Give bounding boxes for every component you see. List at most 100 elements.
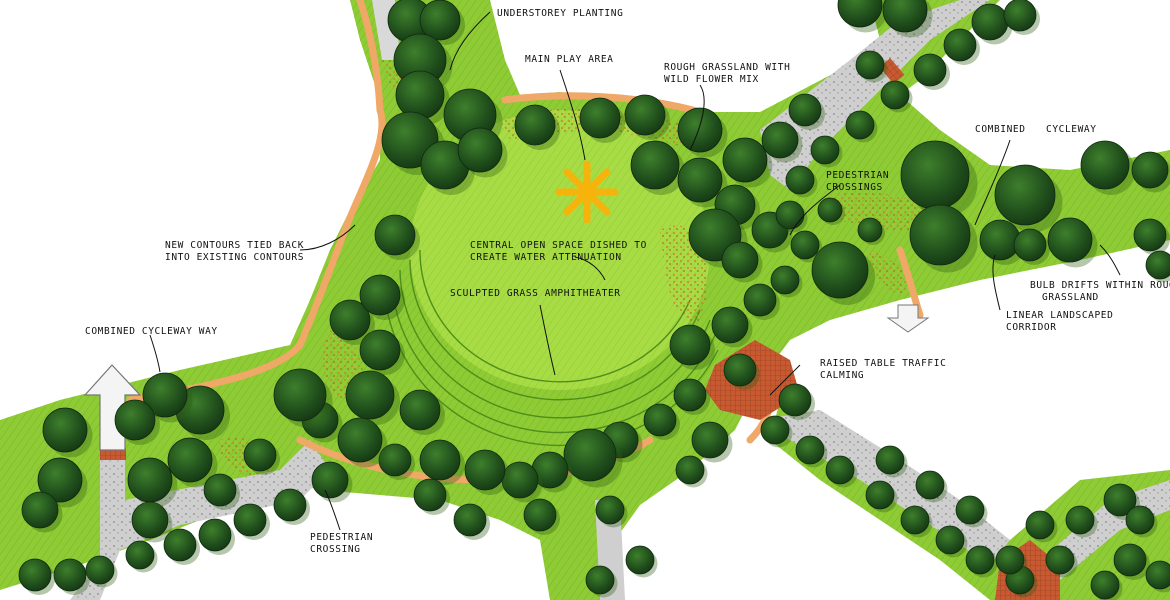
tree-canopy bbox=[1125, 505, 1155, 535]
tree-canopy bbox=[359, 274, 401, 316]
arrow-up-icon bbox=[83, 364, 142, 451]
label-linear-corridor: LINEAR LANDSCAPED CORRIDOR bbox=[1006, 310, 1114, 333]
tree-canopy bbox=[1090, 570, 1120, 600]
tree-canopy bbox=[131, 501, 169, 539]
tree-canopy bbox=[855, 50, 885, 80]
tree-canopy bbox=[114, 399, 156, 441]
crossing-top-right bbox=[879, 58, 905, 84]
tree-canopy bbox=[900, 505, 930, 535]
tree-canopy bbox=[723, 353, 757, 387]
tree-canopy bbox=[722, 137, 768, 183]
tree-canopy bbox=[163, 528, 197, 562]
tree-canopy bbox=[523, 498, 557, 532]
tree-canopy bbox=[464, 449, 506, 491]
tree-canopy bbox=[419, 439, 461, 481]
tree-canopy bbox=[811, 241, 869, 299]
tree-canopy bbox=[675, 455, 705, 485]
label-pedestrian-crossing: PEDESTRIAN CROSSING bbox=[310, 532, 374, 555]
tree-canopy bbox=[595, 495, 625, 525]
tree-canopy bbox=[979, 219, 1021, 261]
tree-canopy bbox=[453, 503, 487, 537]
tree-canopy bbox=[788, 93, 822, 127]
label-pedestrian-crossings: PEDESTRIAN CROSSINGS bbox=[826, 170, 890, 193]
tree-canopy bbox=[775, 200, 805, 230]
tree-canopy bbox=[880, 80, 910, 110]
tree-canopy bbox=[669, 324, 711, 366]
tree-canopy bbox=[374, 214, 416, 256]
tree-canopy bbox=[399, 389, 441, 431]
tree-canopy bbox=[514, 104, 556, 146]
tree-canopy bbox=[857, 217, 883, 243]
tree-canopy bbox=[127, 457, 173, 503]
tree-canopy bbox=[233, 503, 267, 537]
tree-canopy bbox=[53, 558, 87, 592]
label-understorey-planting: UNDERSTOREY PLANTING bbox=[497, 8, 624, 19]
annotation-leaders bbox=[149, 11, 1121, 531]
tree-canopy bbox=[1065, 505, 1095, 535]
tree-canopy bbox=[167, 437, 213, 483]
tree-canopy bbox=[965, 545, 995, 575]
arrow-down-icon bbox=[886, 304, 930, 333]
tree-canopy bbox=[37, 457, 83, 503]
tree-canopy bbox=[624, 94, 666, 136]
tree-canopy bbox=[673, 378, 707, 412]
tree-canopy bbox=[359, 329, 401, 371]
tree-canopy bbox=[1131, 151, 1169, 189]
tree-canopy bbox=[778, 383, 812, 417]
tree-canopy bbox=[900, 140, 970, 210]
tree-canopy bbox=[1133, 218, 1167, 252]
tree-canopy bbox=[1080, 140, 1130, 190]
tree-canopy bbox=[630, 140, 680, 190]
amphitheater-terrace-2 bbox=[409, 259, 701, 401]
tree-canopy bbox=[21, 491, 59, 529]
tree-canopy bbox=[790, 230, 820, 260]
tree-canopy bbox=[845, 110, 875, 140]
tree-canopy bbox=[882, 0, 928, 33]
tree-canopy bbox=[1025, 510, 1055, 540]
tree-canopy bbox=[994, 164, 1056, 226]
tree-canopy bbox=[198, 518, 232, 552]
tree-canopy bbox=[311, 461, 349, 499]
tree-canopy bbox=[345, 370, 395, 420]
tree-canopy bbox=[795, 435, 825, 465]
tree-canopies bbox=[18, 0, 1170, 600]
label-combined-cycleway: COMBINED bbox=[975, 124, 1026, 135]
tree-canopy bbox=[142, 372, 188, 418]
tree-canopy bbox=[711, 306, 749, 344]
tree-canopy bbox=[955, 495, 985, 525]
tree-canopy bbox=[1113, 543, 1147, 577]
tree-canopy bbox=[1013, 228, 1047, 262]
tree-canopy bbox=[935, 525, 965, 555]
tree-canopy bbox=[329, 299, 371, 341]
label-central-open-space: CENTRAL OPEN SPACE DISHED TO CREATE WATE… bbox=[470, 240, 647, 263]
tree-canopy bbox=[625, 545, 655, 575]
crossing-left bbox=[100, 448, 126, 460]
label-raised-table: RAISED TABLE TRAFFIC CALMING bbox=[820, 358, 947, 381]
tree-canopy bbox=[18, 558, 52, 592]
central-open-space bbox=[384, 110, 719, 447]
label-new-contours: NEW CONTOURS TIED BACK INTO EXISTING CON… bbox=[165, 240, 305, 263]
tree-canopy bbox=[563, 428, 617, 482]
tree-canopy bbox=[243, 438, 277, 472]
tree-canopy bbox=[995, 545, 1025, 575]
tree-canopy bbox=[1145, 560, 1170, 590]
tree-canopy bbox=[875, 445, 905, 475]
tree-canopy bbox=[785, 165, 815, 195]
tree-canopy bbox=[677, 107, 723, 153]
tree-canopy bbox=[457, 127, 503, 173]
tree-canopy bbox=[1145, 250, 1170, 280]
tree-canopy bbox=[273, 368, 327, 422]
tree-canopy bbox=[837, 0, 883, 28]
tree-canopy bbox=[825, 455, 855, 485]
tree-canopy bbox=[585, 565, 615, 595]
tree-canopy bbox=[395, 70, 445, 120]
play-area-sun-icon bbox=[555, 160, 619, 224]
tree-canopy bbox=[1047, 217, 1093, 263]
label-rough-grassland: ROUGH GRASSLAND WITH WILD FLOWER MIX bbox=[664, 62, 791, 85]
tree-canopy bbox=[419, 0, 461, 41]
tree-canopy bbox=[971, 3, 1009, 41]
tree-canopy bbox=[42, 407, 88, 453]
direction-arrows bbox=[83, 304, 930, 451]
tree-canopy bbox=[943, 28, 977, 62]
